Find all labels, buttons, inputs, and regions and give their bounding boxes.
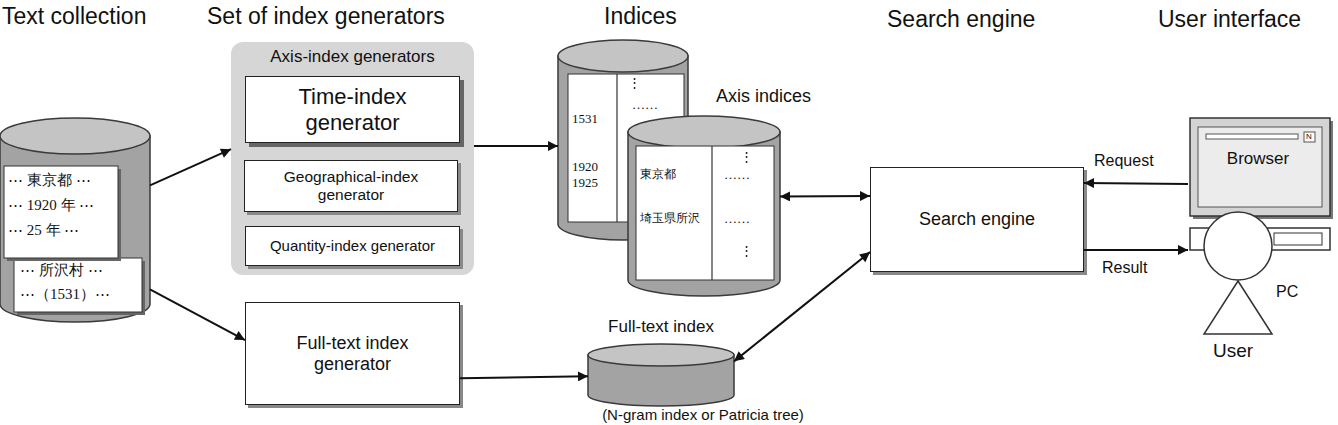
node-text: …… (724, 168, 750, 183)
index-cylinder: ⋮ 東京都 …… 埼玉県所沢 …… ⋮ (628, 116, 780, 296)
edge-label: Result (1102, 259, 1147, 277)
arrow-connector (734, 252, 870, 361)
arrow-connector (780, 195, 870, 197)
cylinder-body (0, 136, 150, 322)
node-text: ⋯ 所沢村 ⋯ (20, 262, 103, 279)
arrow-connector (474, 145, 558, 147)
node-text: 1925 (572, 176, 598, 191)
arrow-connector (1084, 183, 1188, 184)
index-table (636, 146, 774, 280)
index-cylinder: Full-text index(N-gram index or Patricia… (588, 344, 734, 406)
node-text: Axis indices (716, 86, 811, 107)
text-collection-cylinder: ⋯ 東京都 ⋯ ⋯ 1920 年 ⋯ ⋯ 25 年 ⋯ ⋯ 所沢村 ⋯ ⋯（1531）⋯ (0, 118, 150, 322)
node-text: Full-text index generator (276, 333, 429, 374)
column-heading: Text collection (2, 3, 146, 29)
node-text: ⋯ 25 年 ⋯ (8, 222, 79, 239)
node-text: Browser (1198, 149, 1318, 169)
arrow-connector (460, 376, 588, 378)
node-text: ⋮ (740, 244, 753, 259)
cylinder-top (588, 344, 734, 366)
user-head (1204, 212, 1272, 280)
process-box: Full-text index generator (245, 302, 460, 405)
browser-logo (1304, 132, 1315, 142)
generator-group: Axis-index generatorsTime-index generato… (231, 42, 474, 275)
column-heading: Search engine (887, 6, 1035, 32)
node-text: ⋮ (740, 150, 753, 165)
index-divider (616, 74, 617, 222)
node-text: 1531 (572, 112, 598, 127)
document-page (4, 166, 118, 258)
part-label: User (1213, 340, 1253, 362)
drive-slot (1274, 233, 1322, 245)
user-body (1204, 281, 1272, 334)
address-bar (1206, 134, 1298, 139)
node-text: 東京都 (640, 168, 676, 182)
cylinder-body (628, 132, 780, 296)
monitor-shadow (1193, 121, 1333, 219)
node-text: Geographical-index generator (259, 168, 443, 204)
node-text: Axis-index generators (231, 47, 474, 67)
cylinder-top (628, 116, 780, 148)
process-box: Quantity-index generator (245, 226, 460, 266)
column-heading: Indices (604, 3, 677, 29)
node-text: ⋯（1531）⋯ (20, 286, 110, 303)
part-label: N (1306, 132, 1312, 141)
node-text: (N-gram index or Patricia tree) (546, 406, 860, 423)
node-text: …… (632, 98, 658, 113)
node-text: ⋯ 1920 年 ⋯ (8, 197, 94, 214)
arrow-connector (1084, 249, 1188, 251)
node-text: 埼玉県所沢 (640, 212, 700, 226)
document-page (14, 258, 142, 312)
node-text: Search engine (919, 209, 1035, 230)
pc-base (1190, 228, 1330, 250)
node-text: …… (724, 212, 750, 227)
node-outline (588, 344, 734, 406)
index-divider (711, 146, 712, 280)
process-box: Search engine (870, 167, 1084, 272)
part-label: PC (1276, 283, 1298, 301)
process-box: Geographical-index generator (244, 160, 458, 212)
arrow-connector (150, 289, 245, 340)
arrow-connector (150, 149, 231, 185)
node-text: ⋮ (628, 76, 641, 91)
edge-label: Request (1094, 152, 1154, 170)
node-text: 1920 (572, 160, 598, 175)
monitor-frame (1190, 118, 1330, 216)
node-text: Quantity-index generator (270, 237, 435, 254)
column-heading: Set of index generators (207, 3, 445, 29)
cylinder-top (558, 40, 688, 72)
node-text: ⋯ 東京都 ⋯ (8, 172, 91, 189)
cylinder-top (0, 118, 150, 154)
process-box: Time-index generator (245, 76, 460, 143)
node-text: Time-index generator (276, 84, 429, 135)
monitor-screen (1198, 127, 1322, 207)
node-outline (628, 116, 780, 296)
column-heading: User interface (1158, 6, 1301, 32)
node-text: Full-text index (558, 317, 764, 337)
